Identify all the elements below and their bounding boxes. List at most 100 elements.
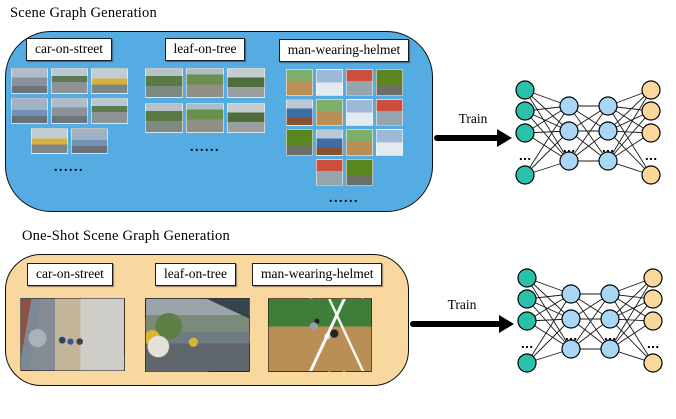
hidden-neuron-node (559, 121, 579, 141)
oneshot-relation-label-man-wearing-helmet: man-wearing-helmet (252, 263, 383, 286)
output-neuron-node (643, 311, 663, 331)
input-neuron-node (517, 353, 537, 373)
layer-ellipsis: ... (521, 338, 534, 351)
network-edge (607, 89, 652, 162)
example-photo-thumb (285, 69, 313, 96)
layer-ellipsis: ... (519, 150, 532, 163)
sgg-train-label: Train (458, 111, 488, 126)
network-edge (524, 89, 570, 162)
right-arrow-icon (434, 129, 512, 147)
example-photo-thumb (145, 68, 183, 98)
output-neuron-node (643, 353, 663, 373)
oneshot-train-arrow-group: Train (410, 297, 514, 333)
example-photo-thumb (375, 99, 403, 126)
thumb-row (285, 69, 403, 96)
network-edge (568, 105, 609, 162)
network-edge (526, 293, 572, 364)
example-photo-thumb (90, 98, 128, 124)
network-edge (609, 277, 654, 320)
oneshot-neural-network-diagram: ............ (517, 268, 663, 373)
example-photo-thumb (285, 99, 313, 126)
output-neuron-node (641, 101, 661, 121)
network-edge (524, 130, 570, 176)
output-neuron-node (641, 80, 661, 100)
output-neuron-node (643, 289, 663, 309)
example-photo-thumb (10, 98, 48, 124)
arrow-shaft (434, 135, 500, 141)
thumb-row (30, 128, 108, 154)
output-neuron-node (641, 165, 661, 185)
output-neuron-node (641, 123, 661, 143)
network-edge (526, 277, 572, 350)
sgg-train-arrow-group: Train (434, 111, 512, 147)
example-photo-thumb (315, 129, 343, 156)
example-photo-thumb (50, 98, 88, 124)
example-photo-thumb (375, 129, 403, 156)
hidden-neuron-node (598, 96, 618, 116)
layer-ellipsis: ... (565, 330, 578, 343)
hidden-neuron-node (561, 339, 581, 359)
example-photo-thumb (345, 69, 373, 96)
network-edge (526, 318, 572, 364)
network-edge (526, 277, 572, 320)
thumb-grid-leaf-on-tree: ...... (145, 68, 265, 155)
oneshot-relation-label-leaf-on-tree: leaf-on-tree (155, 263, 236, 286)
thumb-row (10, 68, 128, 94)
sgg-neural-network-diagram: ............ (515, 80, 661, 185)
hidden-neuron-node (561, 309, 581, 329)
example-photo-thumb (345, 99, 373, 126)
output-neuron-node (643, 268, 663, 288)
hidden-neuron-node (559, 96, 579, 116)
example-photo-thumb (315, 159, 343, 186)
layer-ellipsis: ... (647, 338, 660, 351)
example-photo-thumb (375, 69, 403, 96)
example-photo-thumb (227, 68, 265, 98)
input-neuron-node (515, 165, 535, 185)
network-edge (609, 293, 654, 364)
thumb-row (10, 98, 128, 124)
oneshot-relation-label-car-on-street: car-on-street (27, 263, 113, 286)
hidden-neuron-node (600, 284, 620, 304)
network-edge (609, 277, 654, 350)
sgg-group-car-on-street: car-on-street ...... (10, 38, 128, 175)
hidden-neuron-node (600, 339, 620, 359)
network-edge (609, 298, 654, 350)
more-examples-ellipsis: ...... (190, 140, 220, 155)
thumb-row (145, 103, 265, 133)
more-examples-ellipsis: ...... (54, 160, 84, 175)
thumb-row (145, 68, 265, 98)
layer-ellipsis: ... (563, 142, 576, 155)
oneshot-train-label: Train (447, 297, 477, 312)
example-photo-thumb (70, 128, 108, 154)
example-photo-thumb (10, 68, 48, 94)
relation-label-car-on-street: car-on-street (26, 38, 112, 61)
network-edge (524, 89, 570, 132)
input-neuron-node (515, 101, 535, 121)
example-photo-thumb (285, 129, 313, 156)
layer-ellipsis: ... (602, 142, 615, 155)
example-photo-thumb (50, 68, 88, 94)
network-edge (524, 105, 570, 176)
input-neuron-node (517, 311, 537, 331)
thumb-row (285, 99, 403, 126)
sgg-group-man-wearing-helmet: man-wearing-helmet ...... (278, 39, 410, 206)
arrow-shaft (410, 321, 502, 327)
oneshot-photo-man-wearing-helmet (268, 298, 372, 372)
sgg-group-leaf-on-tree: leaf-on-tree ...... (142, 38, 268, 155)
example-photo-thumb (90, 68, 128, 94)
input-neuron-node (517, 289, 537, 309)
more-examples-ellipsis: ...... (329, 191, 359, 206)
layer-ellipsis: ... (645, 150, 658, 163)
example-photo-thumb (30, 128, 68, 154)
thumb-row (285, 129, 403, 156)
example-photo-thumb (345, 129, 373, 156)
network-edge (607, 110, 652, 162)
thumb-grid-man-wearing-helmet: ...... (285, 69, 403, 206)
input-neuron-node (515, 123, 535, 143)
example-photo-thumb (315, 99, 343, 126)
input-neuron-node (517, 268, 537, 288)
arrow-head (499, 315, 514, 333)
thumb-row (315, 159, 373, 186)
hidden-neuron-node (600, 309, 620, 329)
